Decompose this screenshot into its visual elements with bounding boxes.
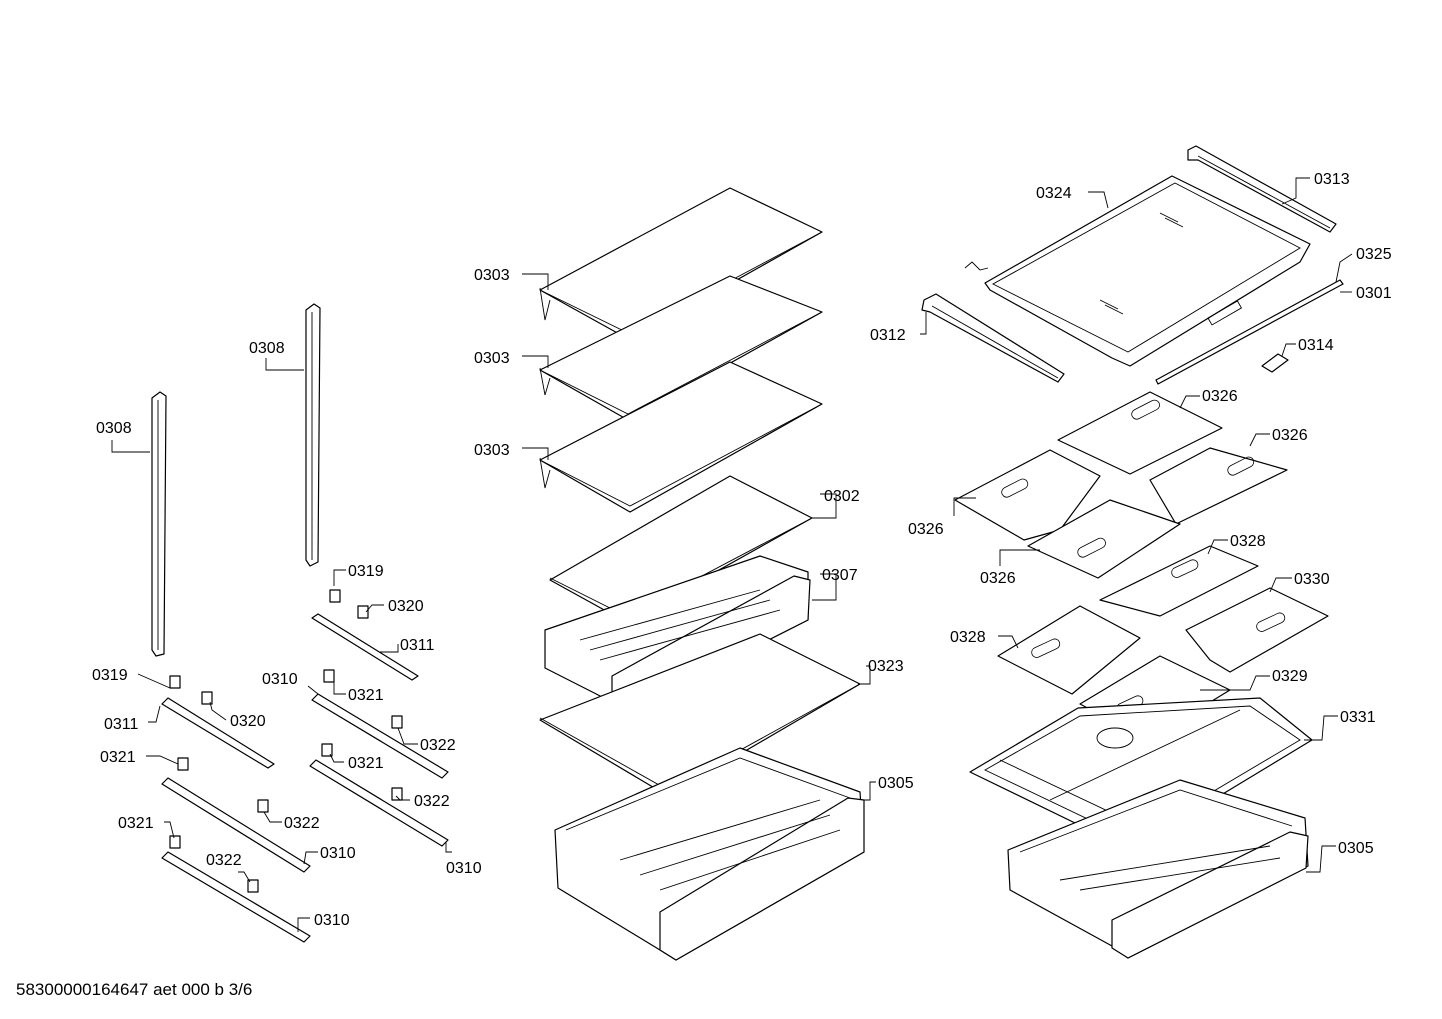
callout-0330: 0330 — [1294, 571, 1330, 588]
callout-0325: 0325 — [1356, 246, 1392, 263]
callout-0305-right: 0305 — [1338, 840, 1374, 857]
callout-0322-d: 0322 — [206, 852, 242, 869]
callout-0329: 0329 — [1272, 668, 1308, 685]
document-id-footer: 58300000164647 aet 000 b 3/6 — [16, 980, 253, 999]
callout-0303-middle: 0303 — [474, 350, 510, 367]
callout-0313: 0313 — [1314, 171, 1350, 188]
plate-0328-top — [1099, 545, 1259, 617]
callout-0310-c: 0310 — [320, 845, 356, 862]
cover-plate-0326-right — [1149, 447, 1288, 525]
callout-0303-top: 0303 — [474, 267, 510, 284]
cover-plate-0326-bottom — [1027, 499, 1181, 579]
callout-0322-a: 0322 — [420, 737, 456, 754]
callout-0311-right: 0311 — [400, 637, 435, 654]
callout-0321-b: 0321 — [100, 749, 136, 766]
callout-0326-right: 0326 — [1272, 427, 1308, 444]
bracket-clips — [169, 589, 403, 893]
shelf-rail-0313 — [1187, 145, 1337, 233]
shelf-support-0308-right — [305, 303, 321, 567]
callout-0302: 0302 — [824, 488, 860, 505]
callout-0328-top: 0328 — [1230, 533, 1266, 550]
shelf-0303-bottom — [539, 361, 823, 513]
clip-0314 — [1261, 353, 1289, 373]
slide-rail-0310-d — [161, 851, 311, 943]
callout-0310-a: 0310 — [262, 671, 298, 688]
slide-rail-0310-b — [309, 759, 449, 847]
callout-0326-top: 0326 — [1202, 388, 1238, 405]
callout-0326-left: 0326 — [908, 521, 944, 538]
callout-0324: 0324 — [1036, 185, 1072, 202]
callout-0308-right: 0308 — [249, 340, 285, 357]
callout-0301: 0301 — [1356, 285, 1392, 302]
callout-0321-c: 0321 — [348, 755, 384, 772]
callout-0320-right: 0320 — [388, 598, 424, 615]
callout-0321-a: 0321 — [348, 687, 384, 704]
callout-0322-b: 0322 — [414, 793, 450, 810]
callout-0320-left: 0320 — [230, 713, 266, 730]
callout-0307: 0307 — [822, 567, 858, 584]
callout-labels: 0324 0313 0325 0301 0312 0314 0326 0326 … — [92, 171, 1392, 929]
callout-0319-left: 0319 — [92, 667, 128, 684]
callout-0312: 0312 — [870, 327, 906, 344]
cover-plate-0326-top — [1057, 391, 1223, 475]
slide-rail-0311-lower — [161, 697, 275, 769]
slide-rail-0310-a — [311, 693, 449, 779]
callout-0310-b: 0310 — [446, 860, 482, 877]
callout-0322-c: 0322 — [284, 815, 320, 832]
drawer-0305-middle — [554, 747, 865, 961]
callout-0310-d: 0310 — [314, 912, 350, 929]
leader-lines — [111, 177, 1353, 932]
plate-0330 — [1185, 587, 1329, 673]
callout-0321-d: 0321 — [118, 815, 154, 832]
callout-0319-right: 0319 — [348, 563, 384, 580]
callout-0303-bottom: 0303 — [474, 442, 510, 459]
drawer-0305-right — [1007, 779, 1309, 959]
callout-0311-left: 0311 — [104, 716, 139, 733]
cover-plate-0326-left — [954, 449, 1101, 541]
callout-0305-middle: 0305 — [878, 775, 914, 792]
callout-0328-left: 0328 — [950, 629, 986, 646]
callout-0323: 0323 — [868, 658, 904, 675]
shelf-rail-0312 — [921, 293, 1065, 383]
trim-strip-0325 — [1155, 279, 1344, 385]
glass-shelf-0324 — [964, 175, 1311, 367]
callout-0326-bottom: 0326 — [980, 570, 1016, 587]
callout-0331: 0331 — [1340, 709, 1376, 726]
callout-0308-left: 0308 — [96, 420, 132, 437]
plate-0328-left — [997, 605, 1141, 695]
shelf-support-0308-left — [151, 391, 167, 657]
callout-0314: 0314 — [1298, 337, 1334, 354]
slide-rail-0310-c — [161, 777, 311, 873]
slide-rail-0311-upper — [311, 613, 419, 681]
